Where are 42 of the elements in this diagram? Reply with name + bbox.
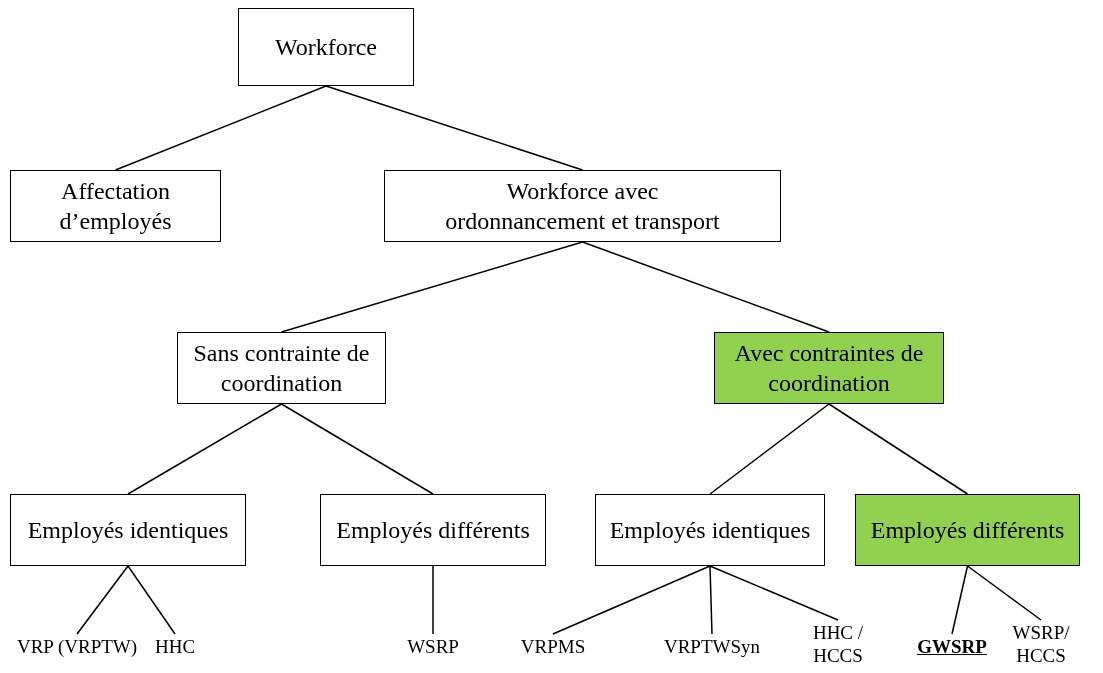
box-label: Employés différents [336, 516, 530, 545]
connector-line [114, 85, 327, 171]
box-label: Workforce [275, 33, 377, 62]
problem-label: HHC [150, 636, 200, 659]
category-box [855, 494, 1080, 566]
box-label: Employés identiques [27, 516, 229, 545]
problem-label: WSRP/ HCCS [1010, 622, 1072, 668]
connector-line [127, 565, 176, 635]
problem-label: VRP (VRPTW) [14, 636, 140, 659]
connector-line [127, 403, 283, 495]
problem-label: GWSRP [904, 636, 1000, 659]
category-box [320, 494, 546, 566]
connector-line [325, 85, 584, 171]
box-label: Sans contrainte de coordination [192, 339, 371, 398]
box-label: Employés identiques [609, 516, 811, 545]
box-label: Affectation d’employés [58, 177, 173, 236]
connector-line [432, 565, 434, 635]
category-box [714, 332, 944, 404]
box-label: Workforce avec ordonnancement et transport [444, 177, 721, 236]
problem-label: VRPTWSyn [662, 636, 762, 659]
connector-line [709, 565, 713, 635]
category-box [10, 494, 246, 566]
connector-line [280, 241, 584, 333]
box-label: Employés différents [870, 516, 1065, 545]
connector-line [709, 565, 839, 621]
category-box [384, 170, 781, 242]
category-box [238, 8, 414, 86]
connector-line [76, 565, 129, 635]
category-box [595, 494, 825, 566]
connector-line [280, 403, 434, 495]
connector-line [552, 565, 711, 635]
connector-line [581, 241, 830, 333]
problem-label: WSRP [405, 636, 461, 659]
category-box [177, 332, 386, 404]
connector-line [828, 403, 969, 495]
connector-line [951, 565, 969, 635]
connector-line [709, 403, 830, 495]
category-box [10, 170, 221, 242]
connector-line [966, 565, 1042, 621]
box-label: Avec contraintes de coordination [733, 339, 925, 398]
problem-label: VRPMS [515, 636, 591, 659]
problem-label: HHC / HCCS [800, 622, 876, 668]
